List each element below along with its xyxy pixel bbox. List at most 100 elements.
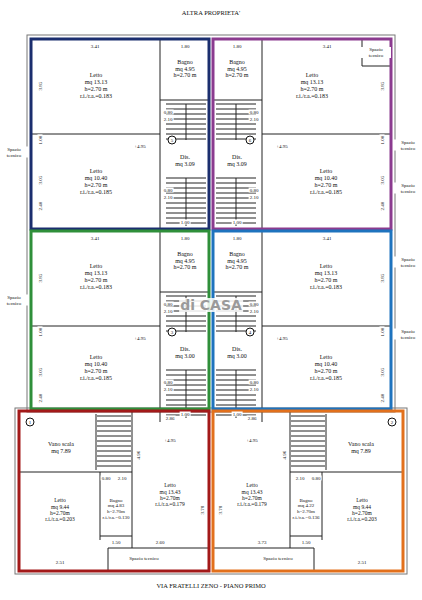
wall-line <box>322 472 323 540</box>
wall-line <box>362 66 391 67</box>
wall-line <box>216 385 256 386</box>
dimension-label: 2.10 <box>249 309 260 314</box>
wall-line <box>100 536 132 537</box>
room-text: r.i./r.a.=0.179 <box>236 501 268 507</box>
dimension-label: 3.05 <box>380 175 385 186</box>
wall-line <box>166 385 206 386</box>
room-text: Letto <box>319 168 334 175</box>
wall-line <box>291 421 325 422</box>
room-text: Letto <box>89 72 104 79</box>
room-text: mq 7.89 <box>50 448 72 455</box>
dimension-label: 2.10 <box>163 387 174 392</box>
room-text: Letto <box>89 354 104 361</box>
wall-line <box>97 431 131 432</box>
building-outline <box>27 35 395 412</box>
room-text: mq 7.89 <box>350 448 372 455</box>
room-text: Dis. <box>179 346 191 353</box>
wall-line <box>166 321 206 322</box>
level-mark: +4.95 <box>275 144 289 149</box>
wall-line <box>108 548 209 549</box>
wall-line <box>166 326 206 327</box>
wall-line <box>97 421 131 422</box>
area-label: Spazio tecnico <box>0 147 28 158</box>
room-text: Letto <box>305 72 320 79</box>
room-text: Dis. <box>231 154 243 161</box>
dimension-label: 3.41 <box>90 44 101 49</box>
wall-line <box>216 203 256 204</box>
room-box: Bagnomq 4.22h=2.70mr.i./r.a.=0.136 <box>290 485 322 533</box>
room-box: Lettomq 13.43h=2.70mr.i./r.a.=0.179 <box>134 470 206 520</box>
dimension-label: 0.80 <box>249 110 260 115</box>
room-text: r.i./r.a.=0.185 <box>79 375 113 382</box>
plan-caption: VIA FRATELLI ZENO - PIANO PRIMO <box>0 583 422 590</box>
room-box: Bagnomq 4.83h=2.70mr.i./r.a.=0.130 <box>100 485 132 533</box>
plan-title: ALTRA PROPRIETA' <box>0 10 422 17</box>
dimension-label: 2.86 <box>247 416 258 421</box>
wall-line <box>97 466 131 467</box>
wall-line <box>19 472 132 473</box>
wall-line <box>97 456 131 457</box>
room-text: Letto <box>319 263 334 270</box>
dimension-label: 3.41 <box>322 44 333 49</box>
room-box: Vano scalamq 7.89 <box>28 436 94 460</box>
wall-line <box>166 208 206 209</box>
dimension-label: 1.80 <box>180 236 191 241</box>
dimension-label: 1.50 <box>111 540 122 545</box>
dimension-label: 3.41 <box>90 236 101 241</box>
wall-line <box>216 193 256 194</box>
wall-line <box>291 416 325 417</box>
room-text: Bagno <box>176 59 194 66</box>
wall-line <box>216 375 256 376</box>
wall-line <box>262 326 392 327</box>
room-text: r.i./r.a.=0.185 <box>309 189 343 196</box>
wall-line <box>97 436 131 437</box>
wall-line <box>97 426 131 427</box>
dimension-label: 2.10 <box>117 476 128 481</box>
wall-line <box>97 446 131 447</box>
room-text: h=2.70 m <box>83 368 108 375</box>
room-box: Spazio tecnico <box>361 40 391 65</box>
dimension-label: 1.00 <box>38 327 43 338</box>
wall-line <box>166 129 206 130</box>
room-text: mq 4.95 <box>226 66 248 73</box>
room-text: Spazio tecnico <box>361 47 391 59</box>
wall-line <box>166 218 206 219</box>
room-text: h=2.70 m <box>313 182 338 189</box>
level-mark: +4.95 <box>275 336 289 341</box>
dimension-label: 1.00 <box>380 327 385 338</box>
room-text: mq 13.13 <box>84 79 109 86</box>
room-box: Dis.mq 3.09 <box>164 150 206 172</box>
wall-line <box>290 536 322 537</box>
room-text: h=2.70 m <box>172 264 197 271</box>
wall-line <box>108 548 109 571</box>
room-text: Dis. <box>231 346 243 353</box>
dimension-label: 2.10 <box>249 117 260 122</box>
room-text: h=2.70 m <box>224 72 249 79</box>
level-mark: +4.95 <box>133 336 147 341</box>
room-box: Bagnomq 4.95h=2.70 m <box>214 40 260 98</box>
room-text: r.i./r.a.=0.183 <box>79 284 113 291</box>
wall-line <box>314 548 315 571</box>
room-box: Lettomq 13.13h=2.70 mr.i./r.a.=0.183 <box>34 40 158 132</box>
room-text: r.i./r.a.=0.183 <box>309 284 343 291</box>
wall-line <box>166 405 206 406</box>
dimension-label: 1.00 <box>232 412 243 417</box>
wall-line <box>97 451 131 452</box>
dimension-label: 0.80 <box>311 476 322 481</box>
dimension-label: 2.40 <box>380 201 385 212</box>
wall-line <box>166 193 206 194</box>
dimension-label: 1.00 <box>380 135 385 146</box>
room-box: Spazio tecnico <box>244 550 312 568</box>
unit-number: 5 <box>168 136 177 145</box>
wall-line <box>216 178 256 179</box>
dimension-label: 3.73 <box>257 540 268 545</box>
wall-line <box>160 100 210 101</box>
area-label: Spazio tecnico <box>394 183 422 194</box>
wall-line <box>216 218 256 219</box>
room-text: Letto <box>319 354 334 361</box>
room-text: r.i./r.a.=0.136 <box>292 515 321 521</box>
dimension-label: 4.96 <box>282 450 287 461</box>
dimension-label: 0.80 <box>163 110 174 115</box>
wall-line <box>216 296 256 297</box>
